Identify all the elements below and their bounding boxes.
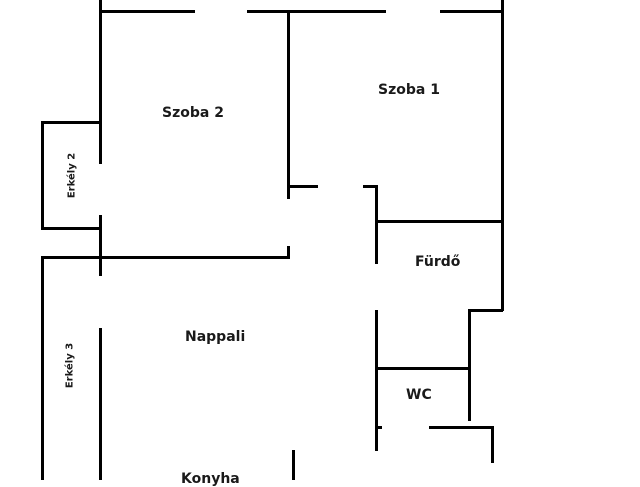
- wall-left-3: [99, 328, 102, 480]
- wc-right-lower: [491, 426, 494, 463]
- room-label-furdo: Fürdő: [415, 254, 461, 270]
- wall-left-2: [99, 215, 102, 276]
- wc-bottom-stub: [376, 426, 382, 429]
- wall-top-3: [440, 10, 503, 13]
- wall-top-2: [247, 10, 386, 13]
- room-label-erkely3: Erkély 3: [64, 342, 76, 389]
- erkely2-left: [41, 121, 44, 229]
- furdo-bottom-right: [468, 309, 503, 312]
- erkely2-bottom: [41, 227, 101, 230]
- wc-top: [376, 367, 470, 370]
- nappali-top: [41, 256, 290, 259]
- wall-left-1: [99, 0, 102, 164]
- room-label-konyha: Konyha: [181, 471, 240, 487]
- corridor-wall-upper: [375, 185, 378, 264]
- furdo-wc-right: [468, 309, 471, 421]
- room-label-nappali: Nappali: [185, 329, 246, 345]
- room-label-szoba1: Szoba 1: [378, 82, 440, 98]
- wc-bottom: [429, 426, 493, 429]
- room-label-szoba2: Szoba 2: [162, 105, 224, 121]
- erkely3-left: [41, 256, 44, 480]
- konyha-wall: [292, 450, 295, 480]
- szoba1-bottom-right: [363, 185, 377, 188]
- furdo-top: [376, 220, 503, 223]
- corridor-wall-lower: [375, 310, 378, 451]
- room-label-wc: WC: [406, 387, 432, 403]
- erkely2-top: [41, 121, 101, 124]
- nappali-top-stub: [287, 246, 290, 258]
- szoba1-bottom-left: [287, 185, 318, 188]
- wall-right: [501, 0, 504, 311]
- wall-top-1: [100, 10, 195, 13]
- room-label-erkely2: Erkély 2: [66, 152, 78, 199]
- szoba1-left: [287, 10, 290, 199]
